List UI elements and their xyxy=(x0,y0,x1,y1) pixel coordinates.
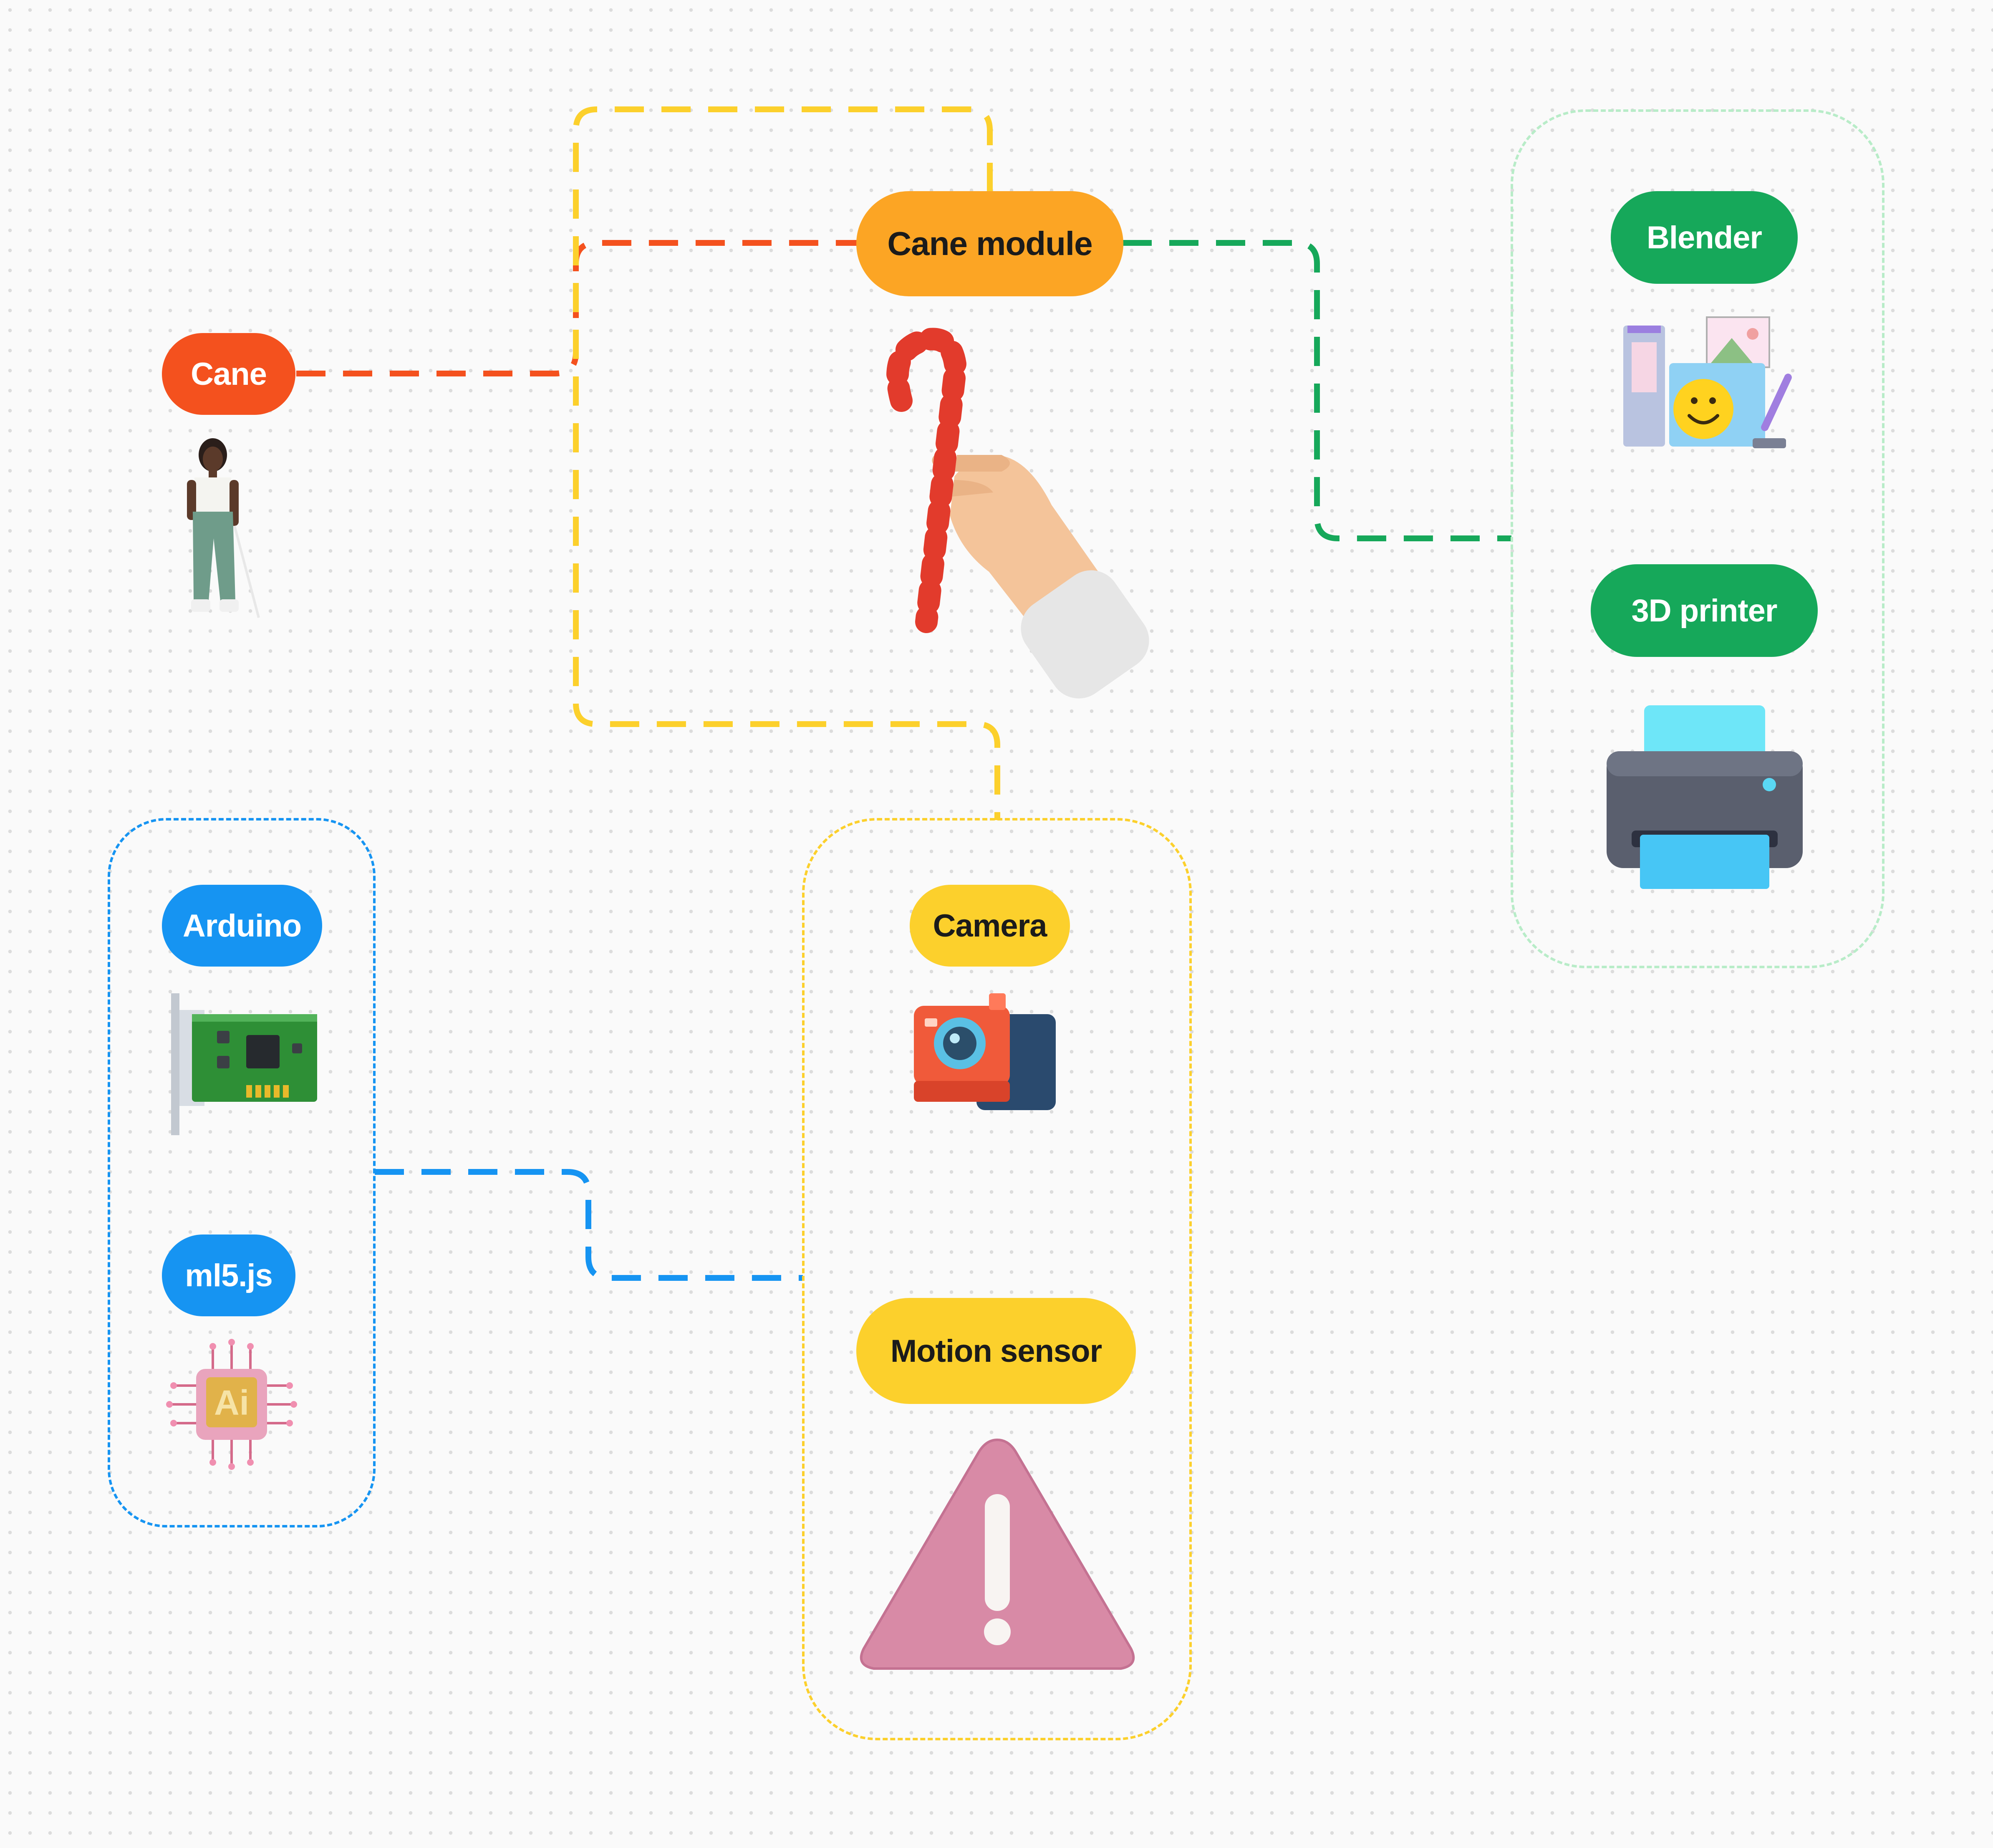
sensors-group xyxy=(802,818,1192,1740)
ml5js-node[interactable]: ml5.js xyxy=(162,1235,295,1316)
cane-label: Cane xyxy=(191,356,267,392)
connector-electronics-to-sensors xyxy=(375,1169,803,1281)
motion-sensor-node[interactable]: Motion sensor xyxy=(856,1298,1136,1404)
ai-chip-icon: Ai xyxy=(163,1336,300,1473)
connector-cane-module-to-fabrication xyxy=(1123,240,1511,541)
arduino-node[interactable]: Arduino xyxy=(162,885,322,967)
hand-holding-candy-cane-icon xyxy=(851,328,1149,714)
person-with-white-cane-icon xyxy=(167,434,267,618)
motion-sensor-label: Motion sensor xyxy=(890,1333,1102,1369)
3d-printer-label: 3D printer xyxy=(1631,593,1778,629)
camera-node[interactable]: Camera xyxy=(910,885,1070,967)
design-workspace-smiley-icon xyxy=(1615,316,1792,455)
cane-node[interactable]: Cane xyxy=(162,333,295,415)
cane-module-label: Cane module xyxy=(887,225,1092,262)
instant-camera-icon xyxy=(910,989,1060,1123)
3d-printer-node[interactable]: 3D printer xyxy=(1591,564,1818,657)
electronics-group xyxy=(108,818,376,1527)
ml5js-label: ml5.js xyxy=(185,1257,272,1293)
blender-label: Blender xyxy=(1647,220,1762,255)
arduino-label: Arduino xyxy=(182,908,302,944)
warning-triangle-icon xyxy=(855,1431,1139,1674)
blender-node[interactable]: Blender xyxy=(1611,191,1798,284)
printer-icon xyxy=(1607,705,1803,889)
circuit-board-icon xyxy=(167,993,321,1135)
connector-cane-module-loop-top xyxy=(573,106,1000,820)
fabrication-group xyxy=(1511,109,1885,968)
camera-label: Camera xyxy=(933,908,1047,944)
cane-module-node[interactable]: Cane module xyxy=(856,191,1123,296)
svg-text:Ai: Ai xyxy=(214,1383,249,1422)
